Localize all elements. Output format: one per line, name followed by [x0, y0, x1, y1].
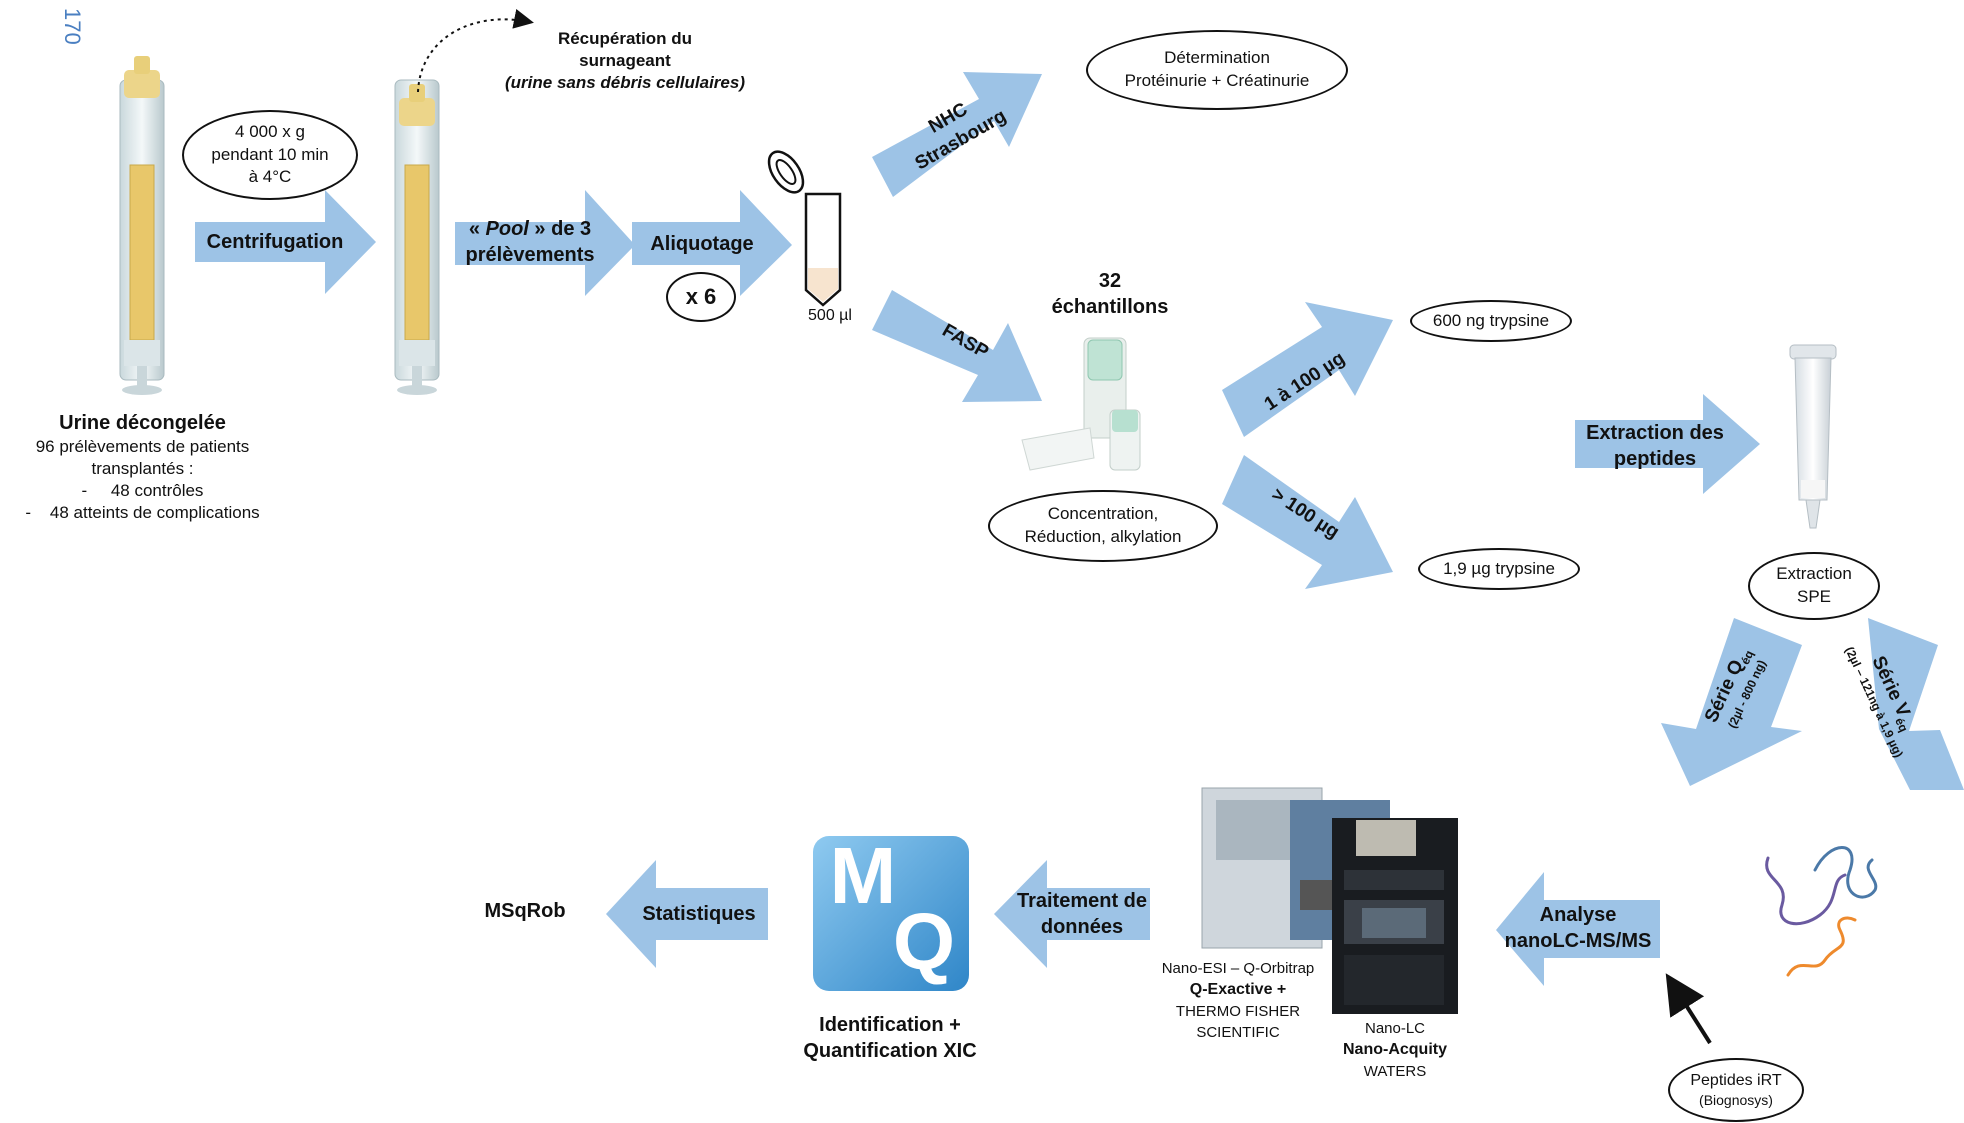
- pool-rest: » de 3: [528, 218, 592, 240]
- recuperation-line-1: Récupération du: [557, 29, 693, 48]
- identification-line-1: Identification +: [819, 1014, 961, 1036]
- determination-line-1: Détermination: [1164, 48, 1270, 68]
- determination-line-2: Protéinurie + Créatinurie: [1124, 71, 1310, 90]
- samples-line-2: échantillons: [1051, 296, 1169, 318]
- determination-ellipse: Détermination Protéinurie + Créatinurie: [1086, 30, 1348, 110]
- arrow-traitement: [994, 860, 1150, 968]
- pool-line-2: prélèvements: [465, 244, 595, 266]
- instrument-ms-line-3: THERMO FISHER: [1175, 1003, 1301, 1021]
- recuperation-dotted-arrow: [417, 9, 534, 93]
- statistiques-label: Statistiques: [642, 903, 756, 925]
- trypsin-high-ellipse: 1,9 µg trypsine: [1418, 548, 1580, 590]
- centrifugation-speed: 4 000 x g: [235, 121, 305, 141]
- nano-lc-icon: [1332, 818, 1458, 1014]
- aliquot-tube-icon: [767, 150, 842, 307]
- centrifugation-conditions: 4 000 x g pendant 10 min à 4°C: [182, 110, 358, 200]
- page-number: 170: [60, 8, 85, 45]
- arrow-aliquotage: [632, 190, 792, 296]
- irt-line-2: (Biognosys): [1699, 1092, 1773, 1109]
- maxquant-logo-icon: [813, 836, 969, 991]
- urine-desc-2: transplantés :: [91, 459, 194, 479]
- arrow-low-range: [1222, 302, 1393, 437]
- traitement-line-1: Traitement de: [1016, 890, 1148, 912]
- spe-ellipse: Extraction SPE: [1748, 552, 1880, 620]
- pool-quote-open: «: [468, 218, 486, 240]
- instrument-ms-line-2: Q-Exactive +: [1189, 981, 1287, 998]
- centrifugation-temperature: à 4°C: [248, 167, 292, 187]
- pool-label: « Pool » de 3 prélèvements: [455, 212, 605, 272]
- urine-tube-2-icon: [394, 79, 440, 395]
- spe-cartridge-icon: [1789, 344, 1837, 529]
- fasp-filter-units-icon: [1021, 337, 1141, 471]
- centrifugation-duration: pendant 10 min: [211, 144, 329, 164]
- peptides-icon: [1765, 846, 1878, 977]
- recuperation-line-3: (urine sans débris cellulaires): [505, 73, 745, 93]
- irt-line-1: Peptides iRT: [1690, 1071, 1782, 1089]
- urine-item-2: - 48 atteints de complications: [25, 503, 260, 523]
- traitement-line-2: données: [1040, 916, 1124, 938]
- arrow-pool: [455, 190, 635, 296]
- arrow-centrifugation: [195, 190, 376, 294]
- samples-count: 32 échantillons: [1040, 268, 1180, 320]
- arrow-high-range: [1222, 455, 1393, 589]
- urine-item-1: - 48 contrôles: [81, 481, 204, 501]
- spe-line-1: Extraction: [1776, 564, 1852, 584]
- arrow-serie-v: [1868, 618, 1964, 790]
- extraction-line-1: Extraction des: [1586, 422, 1724, 444]
- concentration-line-2: Réduction, alkylation: [1024, 527, 1182, 546]
- extraction-line-2: peptides: [1613, 448, 1697, 470]
- analyse-label: Analyse nanoLC-MS/MS: [1500, 898, 1656, 958]
- instrument-lc-line-3: WATERS: [1363, 1063, 1427, 1081]
- identification-label: Identification + Quantification XIC: [775, 1012, 1005, 1064]
- maxquant-logo-q: Q: [892, 897, 956, 986]
- instrument-lc-label: Nano-LC Nano-Acquity WATERS: [1320, 1018, 1470, 1082]
- aliquotage-times-badge: x 6: [666, 272, 736, 322]
- centrifugation-label: Centrifugation: [206, 231, 344, 253]
- arrow-nhc: [872, 72, 1042, 197]
- traitement-label: Traitement de données: [1004, 884, 1160, 944]
- extraction-label: Extraction des peptides: [1575, 416, 1735, 476]
- arrow-extraction: [1575, 394, 1760, 494]
- arrow-serie-q: [1661, 618, 1802, 786]
- irt-ellipse: Peptides iRT (Biognosys): [1668, 1058, 1804, 1122]
- concentration-line-1: Concentration,: [1047, 504, 1159, 524]
- arrow-analyse: [1496, 872, 1660, 986]
- identification-line-2: Quantification XIC: [803, 1040, 977, 1062]
- spe-line-2: SPE: [1796, 587, 1832, 606]
- analyse-line-1: Analyse: [1539, 904, 1617, 926]
- recuperation-line-2: surnageant: [579, 51, 671, 71]
- arrow-statistiques: [606, 860, 768, 968]
- instrument-ms-line-1: Nano-ESI – Q-Orbitrap: [1161, 960, 1315, 977]
- urine-desc-1: 96 prélèvements de patients: [35, 437, 250, 456]
- trypsin-low-ellipse: 600 ng trypsine: [1410, 300, 1572, 342]
- urine-title: Urine décongelée: [59, 412, 226, 434]
- analyse-line-2: nanoLC-MS/MS: [1504, 930, 1652, 952]
- urine-description: Urine décongelée 96 prélèvements de pati…: [0, 410, 285, 524]
- urine-tube-1-icon: [119, 56, 165, 395]
- pool-word: Pool: [485, 218, 529, 240]
- aliquotage-label: Aliquotage: [650, 233, 754, 255]
- maxquant-logo-m: M: [829, 831, 897, 920]
- tube-volume: 500 µl: [808, 307, 852, 324]
- msqrob-label: MSqRob: [484, 900, 566, 922]
- instrument-ms-label: Nano-ESI – Q-Orbitrap Q-Exactive + THERM…: [1148, 958, 1328, 1043]
- instrument-ms-line-4: SCIENTIFIC: [1196, 1024, 1280, 1042]
- instrument-lc-line-2: Nano-Acquity: [1343, 1041, 1447, 1058]
- recuperation-text: Récupération du surnageant (urine sans d…: [455, 28, 795, 94]
- instrument-lc-line-1: Nano-LC: [1364, 1020, 1426, 1037]
- irt-arrow: [1665, 973, 1712, 1045]
- arrow-fasp: [872, 290, 1042, 402]
- concentration-ellipse: Concentration, Réduction, alkylation: [988, 490, 1218, 562]
- samples-line-1: 32: [1098, 270, 1122, 292]
